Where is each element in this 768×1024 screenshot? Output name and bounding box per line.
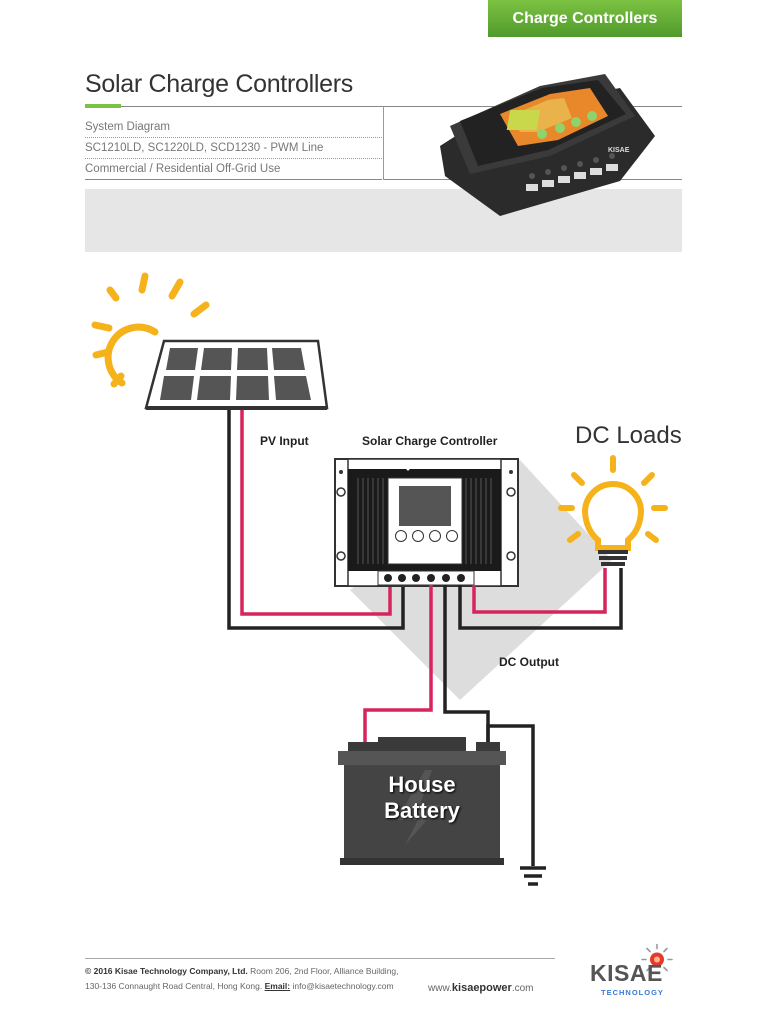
- info-row-system-diagram: System Diagram: [85, 117, 382, 138]
- info-row-models: SC1210LD, SC1220LD, SCD1230 - PWM Line: [85, 138, 382, 159]
- footer-address2: 130-136 Connaught Road Central, Hong Kon…: [85, 981, 263, 991]
- footer-company: © 2016 Kisae Technology Company, Ltd.: [85, 966, 248, 976]
- pv-input-label: PV Input: [260, 434, 309, 448]
- website-link[interactable]: www.kisaepower.com: [428, 982, 534, 994]
- ground-wire: [486, 724, 535, 866]
- footer-rule: [85, 958, 555, 959]
- pv-negative-wire: [227, 410, 405, 630]
- light-bulb-icon: [558, 455, 668, 566]
- info-row-use: Commercial / Residential Off-Grid Use: [85, 159, 382, 180]
- page-title: Solar Charge Controllers: [85, 70, 353, 98]
- pv-positive-wire: [240, 410, 392, 616]
- charge-controller-device: [334, 458, 519, 587]
- battery-icon: [338, 737, 506, 865]
- battery-positive-wire: [363, 585, 433, 742]
- controller-label: Solar Charge Controller: [362, 434, 498, 448]
- kisae-logo-text: KISAE: [590, 960, 663, 986]
- battery-label-line1: House: [388, 772, 456, 797]
- footer-line1: © 2016 Kisae Technology Company, Ltd. Ro…: [85, 966, 399, 976]
- kisae-logo-subtitle: TECHNOLOGY: [601, 988, 664, 997]
- title-rule: [121, 106, 682, 107]
- footer-email-link[interactable]: info@kisaetechnology.com: [292, 981, 394, 991]
- title-accent-bar: [85, 104, 121, 108]
- web-suffix: .com: [511, 983, 534, 994]
- footer-line2: 130-136 Connaught Road Central, Hong Kon…: [85, 981, 394, 991]
- battery-label-line2: Battery: [384, 798, 460, 823]
- web-prefix: www.: [428, 983, 452, 994]
- system-diagram: [91, 272, 668, 886]
- footer-address1: Room 206, 2nd Floor, Alliance Building,: [250, 966, 399, 976]
- description-box: [85, 189, 682, 252]
- solar-panel-icon: [144, 339, 329, 410]
- ground-icon: [520, 866, 546, 886]
- dc-output-label: DC Output: [499, 655, 559, 669]
- footer-email-label: Email:: [264, 981, 291, 991]
- product-photo: KISAE: [440, 74, 655, 216]
- kisae-logo-icon: [641, 943, 673, 972]
- battery-label: House Battery: [344, 772, 500, 824]
- load-negative-wire: [458, 568, 623, 630]
- info-separator: [383, 106, 384, 180]
- charge-controllers-tab[interactable]: Charge Controllers: [488, 0, 682, 37]
- load-positive-wire: [472, 568, 607, 614]
- dc-loads-label: DC Loads: [575, 422, 682, 449]
- sun-icon: [91, 272, 210, 388]
- web-domain: kisaepower: [451, 982, 512, 994]
- product-brand-label: KISAE: [608, 147, 630, 154]
